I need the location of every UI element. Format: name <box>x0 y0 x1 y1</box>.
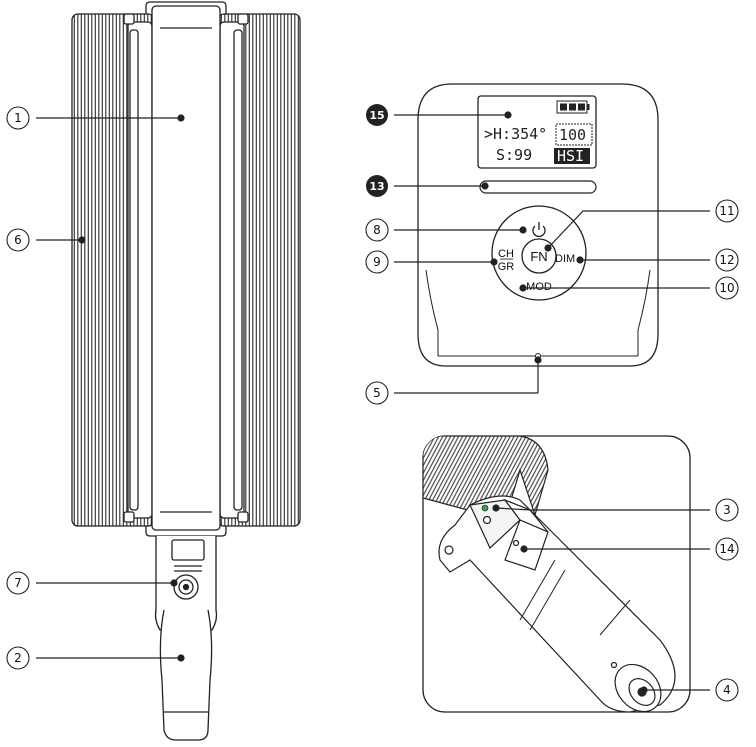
callout-3: 3 <box>715 498 739 522</box>
gr-button[interactable]: GR <box>498 261 515 273</box>
svg-text:9: 9 <box>373 255 381 269</box>
callout-10: 10 <box>715 276 739 300</box>
svg-text:11: 11 <box>719 204 734 218</box>
svg-text:2: 2 <box>14 651 22 665</box>
svg-text:7: 7 <box>14 576 22 590</box>
callout-8: 8 <box>365 218 389 242</box>
callout-13: 13 <box>366 175 388 197</box>
callout-numbers: 1 6 7 2 15 13 8 9 5 11 12 10 3 14 4 <box>6 104 739 702</box>
svg-text:12: 12 <box>719 253 734 267</box>
svg-text:15: 15 <box>369 109 384 122</box>
lcd-saturation-line: S:99 <box>496 146 532 164</box>
lcd-mode-badge <box>554 148 590 164</box>
power-icon[interactable] <box>532 222 546 238</box>
lcd-brightness: 100 <box>559 126 586 144</box>
svg-text:6: 6 <box>14 233 22 247</box>
callout-7: 7 <box>6 571 30 595</box>
callout-1: 1 <box>6 106 30 130</box>
svg-text:1: 1 <box>14 111 22 125</box>
svg-text:5: 5 <box>373 386 381 400</box>
ch-button[interactable]: CH <box>498 248 514 260</box>
dim-button[interactable]: DIM <box>555 253 575 265</box>
light-panel <box>151 5 221 531</box>
lcd-hue-line: >H:354° <box>484 125 547 143</box>
svg-text:4: 4 <box>723 683 731 697</box>
svg-text:14: 14 <box>719 542 734 556</box>
svg-text:3: 3 <box>723 503 731 517</box>
lcd-mode: HSI <box>557 147 584 165</box>
callout-15: 15 <box>366 104 388 126</box>
handle-grip <box>159 609 213 741</box>
svg-text:8: 8 <box>373 223 381 237</box>
indicator-dot <box>481 504 489 512</box>
callout-9: 9 <box>365 250 389 274</box>
indicator-light-bar <box>479 180 597 194</box>
callout-14: 14 <box>715 537 739 561</box>
callout-5: 5 <box>365 381 389 405</box>
callout-6: 6 <box>6 228 30 252</box>
callout-4: 4 <box>715 678 739 702</box>
leader-lines <box>36 111 710 694</box>
mod-button[interactable]: MOD <box>526 281 552 293</box>
callout-12: 12 <box>715 248 739 272</box>
control-panel: >H:354° 100 S:99 HSI FN DIM MOD CH GR <box>417 83 659 367</box>
callout-2: 2 <box>6 646 30 670</box>
light-stick <box>71 1 301 741</box>
callout-11: 11 <box>715 199 739 223</box>
svg-text:10: 10 <box>719 281 734 295</box>
neck-screen <box>171 539 205 561</box>
battery-icon <box>556 100 590 114</box>
detail-view <box>422 435 691 713</box>
svg-text:13: 13 <box>369 180 384 193</box>
fn-label: FN <box>530 249 547 264</box>
